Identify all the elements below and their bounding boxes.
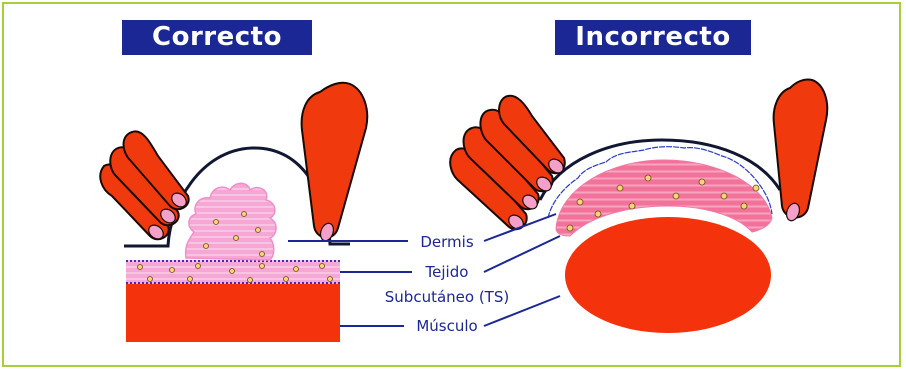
- correct-illustration: [100, 83, 367, 342]
- left-hand-incorrect: [450, 96, 565, 230]
- skin-fold-correct: [186, 183, 276, 260]
- left-hand-correct: [100, 131, 188, 239]
- tejido-connector-right: [484, 236, 560, 272]
- label-tejido: Tejido: [425, 263, 469, 281]
- right-thumb-correct: [302, 83, 368, 238]
- muscle-block-correct: [126, 284, 340, 342]
- label-musculo: Músculo: [416, 317, 477, 335]
- right-thumb-incorrect: [774, 79, 828, 217]
- label-subcutaneo: Subcutáneo (TS): [385, 288, 509, 306]
- muscle-cylinder-incorrect: [565, 217, 771, 333]
- label-dermis: Dermis: [420, 233, 473, 251]
